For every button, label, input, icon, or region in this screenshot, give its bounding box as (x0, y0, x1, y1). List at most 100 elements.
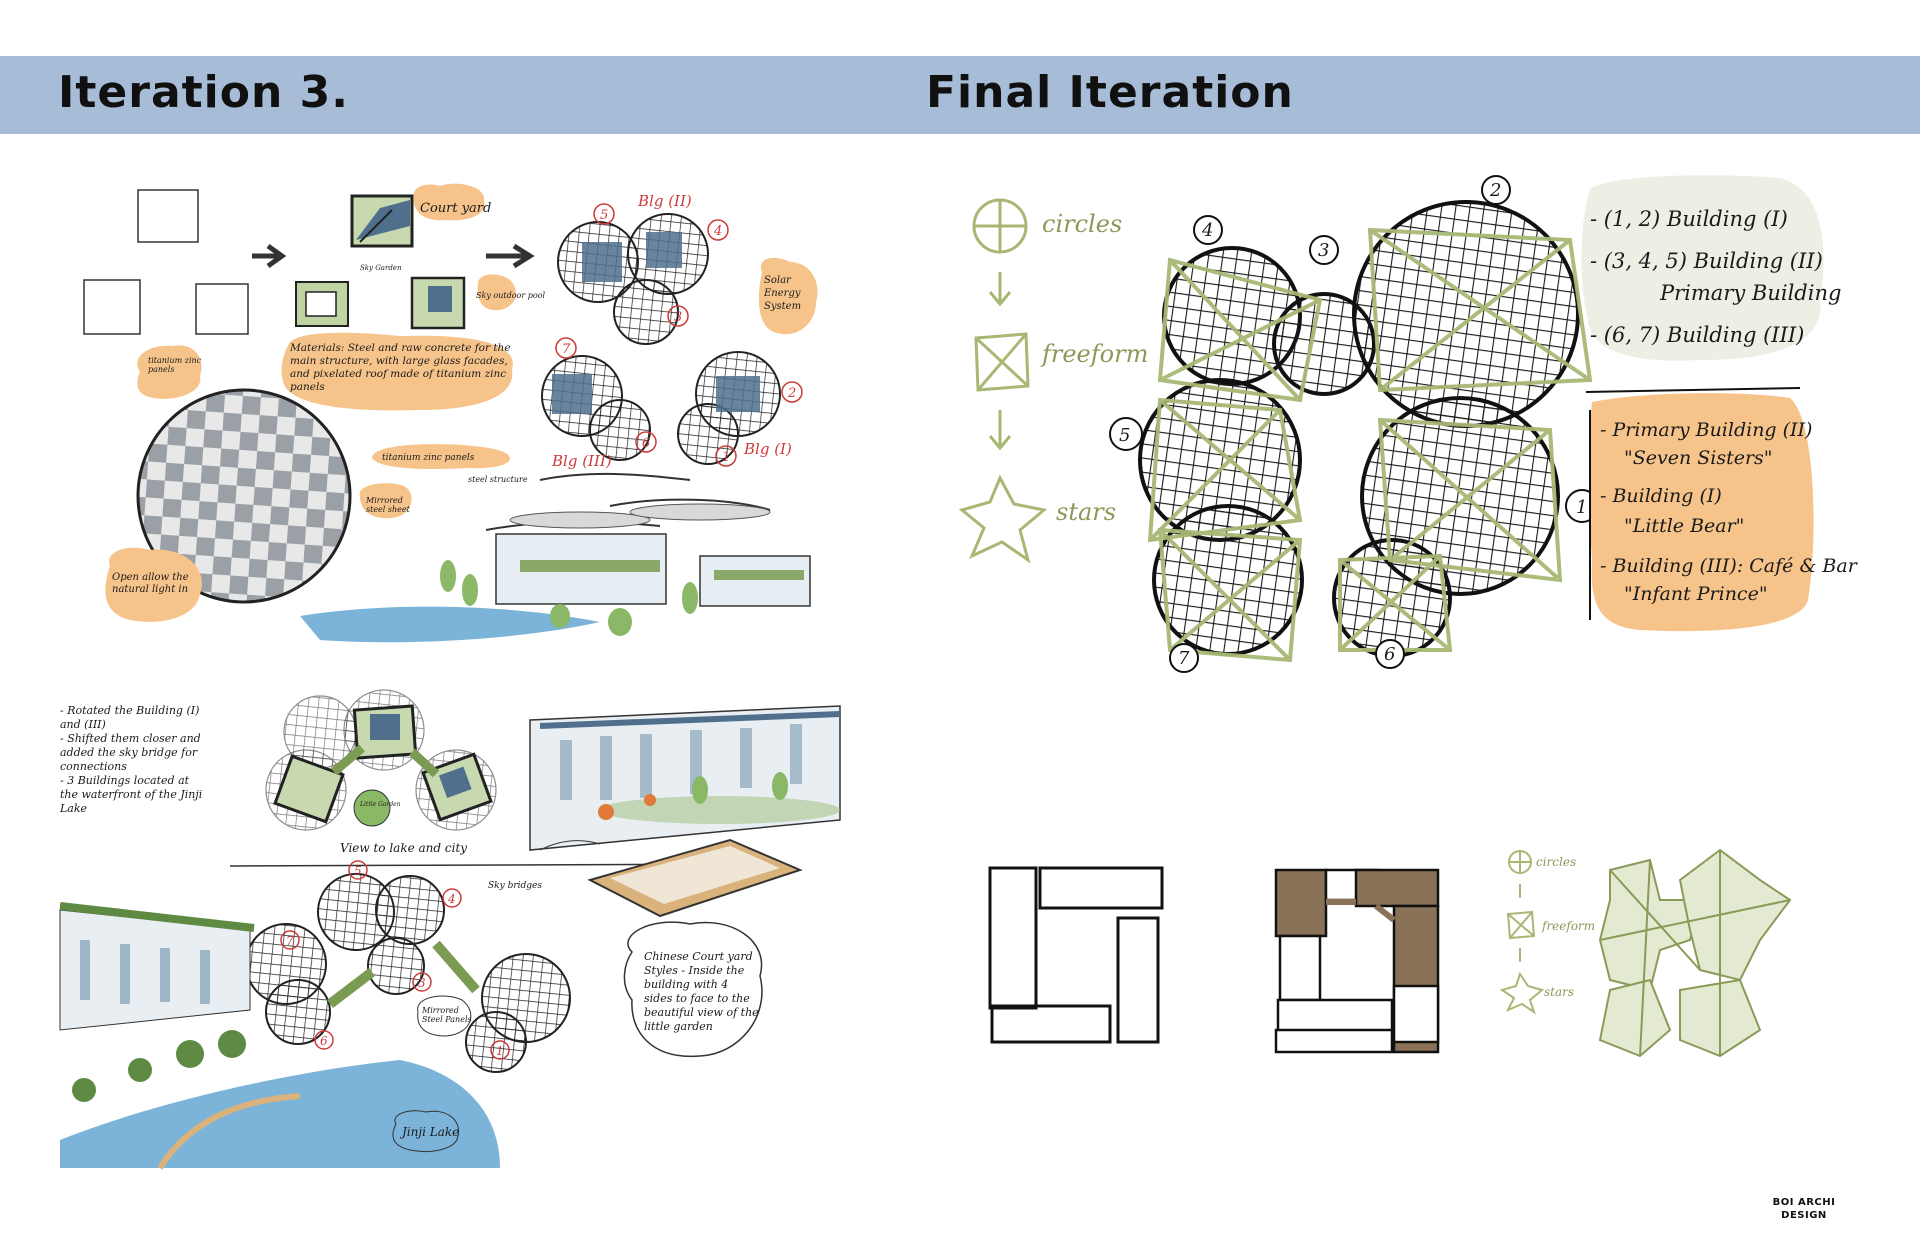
mini-concept: circles freeform stars (1499, 850, 1595, 1015)
svg-text:freeform: freeform (1541, 919, 1595, 933)
arrow-right-icon (486, 243, 535, 269)
label-sky-outdoor-pool: Sky outdoor pool (476, 291, 545, 300)
main-plan (1138, 200, 1593, 663)
arrow-right-icon (252, 243, 287, 269)
plan-circles-upper: Little Garden (265, 689, 497, 831)
label-titanium-panels: titanium zinc panels (148, 356, 202, 374)
svg-text:titanium zinc panels: titanium zinc panels (382, 453, 475, 463)
circle-group-left (541, 355, 651, 461)
building-perspective-top: titanium zinc panels steel structure Mir… (300, 444, 811, 643)
svg-text:7: 7 (1178, 648, 1190, 669)
svg-text:stars: stars (1544, 985, 1574, 999)
courtyard-perspective (529, 705, 841, 918)
svg-text:1: 1 (496, 1044, 504, 1058)
plan-circles-lower (245, 873, 571, 1073)
sky-bridge-note: Sky bridges (488, 881, 542, 891)
arrow-down-icon (988, 410, 1012, 451)
label-bldg-1: Blg (I) (743, 440, 792, 458)
svg-text:"Infant Prince": "Infant Prince" (1624, 583, 1768, 605)
massing-square (137, 189, 199, 243)
svg-text:steel structure: steel structure (468, 475, 528, 484)
lake-water (60, 1060, 500, 1168)
svg-text:6: 6 (1384, 644, 1395, 665)
label-bldg-2: Blg (II) (637, 192, 692, 210)
svg-text:7: 7 (562, 342, 571, 357)
svg-text:- (1, 2) Building (I): - (1, 2) Building (I) (1590, 207, 1788, 231)
mirrored-panels-note: Mirrored Steel Panels (422, 1006, 472, 1024)
iteration-3-title: Iteration 3. (58, 67, 349, 118)
svg-text:4: 4 (1201, 220, 1213, 241)
svg-text:2: 2 (1489, 180, 1501, 201)
svg-text:2: 2 (787, 386, 796, 401)
circle-group-top (557, 213, 709, 345)
brand-logo: BOI ARCHI DESIGN (1764, 1196, 1844, 1222)
block-plan-outline (988, 866, 1164, 1044)
svg-text:- (3, 4, 5) Building (II): - (3, 4, 5) Building (II) (1590, 249, 1823, 273)
svg-text:1: 1 (722, 450, 730, 465)
plan-numbers: 4 3 2 5 1 7 6 (1109, 175, 1599, 673)
lake-perspective: Jinji Lake (59, 902, 500, 1170)
open-note: Open allow the natural light in (112, 572, 189, 595)
svg-text:"Seven Sisters": "Seven Sisters" (1624, 447, 1773, 469)
svg-text:6: 6 (320, 1034, 328, 1048)
concept-diagram: circles freeform stars (958, 198, 1148, 564)
logo-line-1: BOI ARCHI (1772, 1197, 1836, 1208)
label-sky-garden: Sky Garden (360, 264, 402, 272)
water-area (300, 606, 600, 643)
svg-text:- (6, 7) Building (III): - (6, 7) Building (III) (1590, 323, 1804, 347)
label-solar: Solar Energy System (764, 275, 802, 312)
rotated-note: - Rotated the Building (I) and (III) (60, 704, 200, 731)
svg-text:Little Garden: Little Garden (359, 801, 401, 808)
header-band (0, 56, 1920, 134)
svg-text:5: 5 (354, 864, 362, 878)
courtyard-square (295, 281, 349, 327)
svg-text:1: 1 (1576, 497, 1587, 518)
label-court-yard: Court yard (420, 201, 491, 216)
svg-text:7: 7 (286, 934, 294, 948)
legend-background (1581, 175, 1824, 361)
svg-text:3: 3 (674, 310, 682, 325)
massing-square (195, 283, 249, 335)
materials-note: Materials: Steel and raw concrete for th… (290, 342, 511, 393)
roof-checker-circle (136, 388, 352, 604)
logo-line-2: DESIGN (1781, 1210, 1827, 1221)
highlight-materials (281, 332, 513, 411)
svg-text:3: 3 (418, 976, 426, 990)
svg-text:6: 6 (642, 436, 650, 451)
building-names: - Primary Building (II) "Seven Sisters" … (1600, 419, 1859, 605)
svg-text:circles: circles (1536, 855, 1576, 869)
label-circles: circles (1042, 210, 1122, 238)
legend-building-groups: - (1, 2) Building (I) - (3, 4, 5) Buildi… (1590, 207, 1841, 347)
iteration3-bottom-sketch: - Rotated the Building (I) and (III) - S… (59, 689, 841, 1170)
final-iteration-title: Final Iteration (926, 67, 1294, 118)
label-bldg-3: Blg (III) (551, 452, 612, 470)
svg-text:- Building (III): Café & Bar: - Building (III): Café & Bar (1600, 555, 1859, 577)
svg-text:"Little Bear": "Little Bear" (1624, 515, 1744, 537)
chinese-court-note: Chinese Court yard Styles - Inside the b… (644, 950, 759, 1033)
highlight-courtyard (413, 183, 485, 221)
red-numbers-bottom: 5 4 7 3 6 1 (280, 860, 510, 1060)
freeform-icon (974, 332, 1030, 392)
svg-text:- Primary Building (II): - Primary Building (II) (1600, 419, 1812, 441)
star-plan (1598, 848, 1792, 1058)
label-stars: stars (1056, 498, 1116, 526)
iteration3-top-sketch: Court yard Sky Garden Sky outdoor pool M… (83, 183, 818, 643)
massing-square (83, 279, 141, 335)
red-numbers-top: 5 4 3 7 6 2 1 (555, 203, 803, 467)
svg-text:- Building (I): - Building (I) (1600, 485, 1722, 507)
shifted-note: - Shifted them closer and added the sky … (60, 732, 201, 773)
circle-group-right (677, 351, 781, 465)
located-note: - 3 Buildings located at the waterfront … (60, 774, 203, 815)
star-icon (958, 474, 1048, 564)
svg-text:Primary Building: Primary Building (1659, 281, 1841, 305)
names-background (1589, 393, 1814, 632)
jinji-lake-label: Jinji Lake (399, 1125, 459, 1139)
svg-text:3: 3 (1318, 240, 1329, 261)
svg-text:5: 5 (1119, 425, 1130, 446)
arrow-down-icon (988, 272, 1012, 307)
block-plan-filled (1274, 868, 1440, 1054)
svg-text:5: 5 (600, 208, 608, 223)
label-freeform: freeform (1040, 340, 1148, 368)
final-iteration-sketch: circles freeform stars (958, 175, 1859, 1058)
